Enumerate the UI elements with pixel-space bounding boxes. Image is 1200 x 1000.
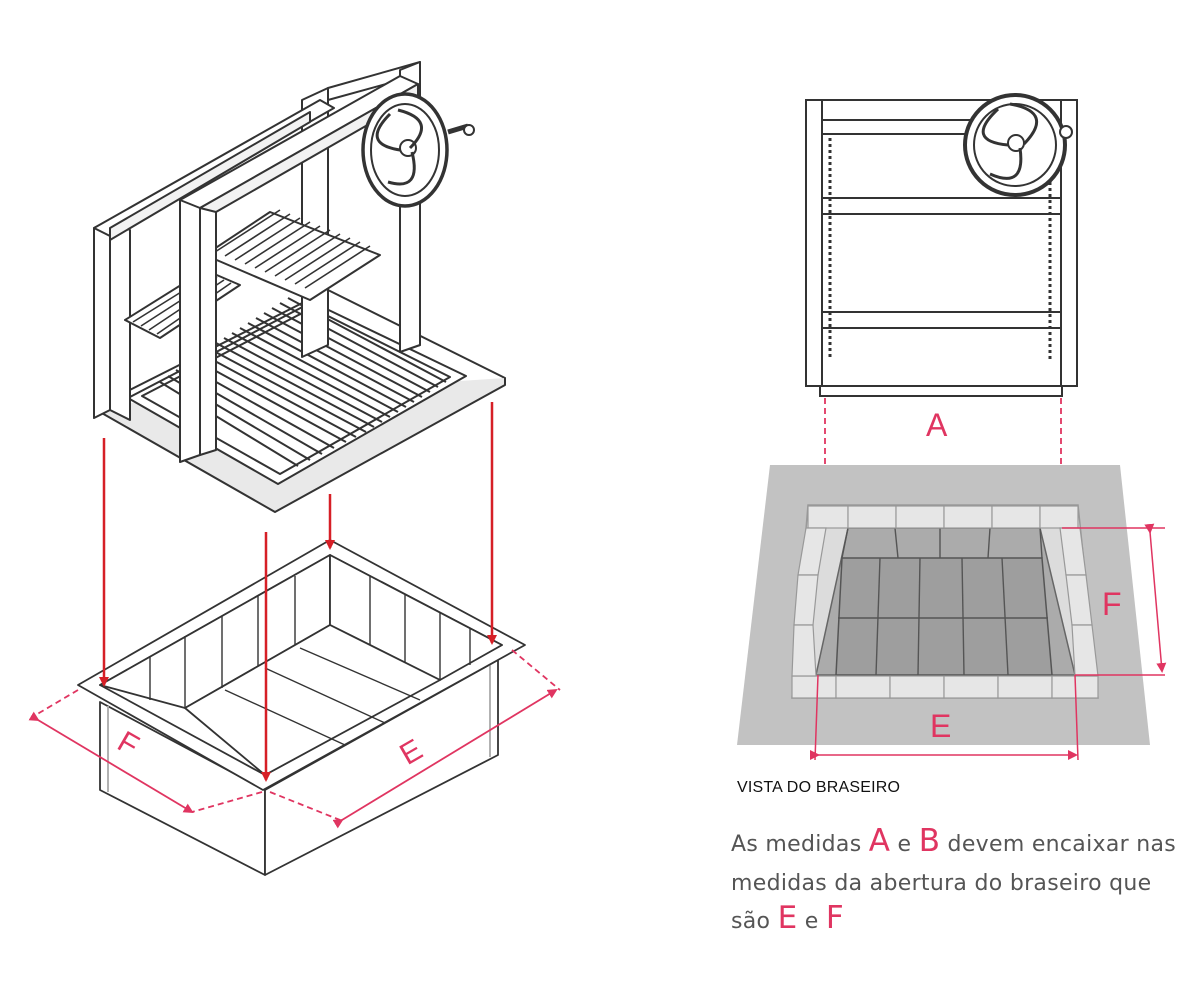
note-text-2: e [890,832,919,857]
plan-label-f: F [1102,586,1122,622]
plan-label-e: E [930,708,951,744]
grill-front-view [805,93,1078,397]
note-key-b: B [918,823,941,859]
note-key-a: A [868,823,891,859]
charcoal-tray-slats [159,297,447,467]
measurement-note: As medidas A e B devem encaixar nas medi… [731,826,1191,942]
front-label-a: A [926,407,948,443]
iso-dimension-lines [28,649,561,829]
note-key-f: F [825,900,845,936]
note-text-3: devem encaixar nas medidas da abertura d… [731,832,1177,934]
firebox-plan-view [737,465,1150,745]
isometric-firebox [77,539,526,876]
note-key-e: E [777,900,798,936]
note-text-1: As medidas [731,832,869,857]
isometric-grill [93,61,506,513]
crank-wheel [361,92,475,208]
note-text-4: e [797,909,826,934]
view-caption: VISTA DO BRASEIRO [737,779,901,796]
drop-arrows [99,402,497,782]
plan-dimension-lines [810,523,1167,761]
